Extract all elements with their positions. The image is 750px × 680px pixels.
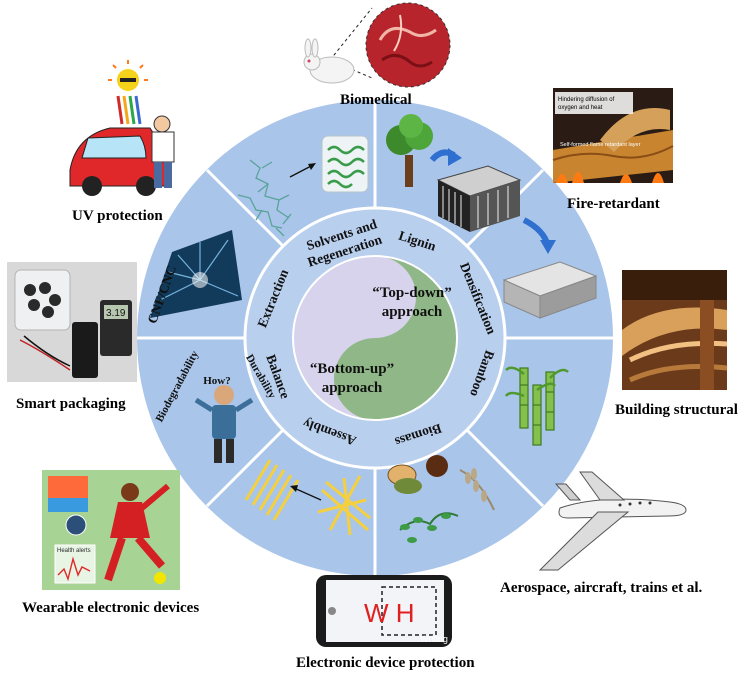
arrow-right-icon xyxy=(289,163,316,178)
tissue-zoom-circle xyxy=(365,2,451,88)
yin-yang-center xyxy=(292,255,458,421)
writing-label: Writing xyxy=(420,634,448,644)
meter-reading: 3.19 xyxy=(106,308,126,319)
biomass-icon xyxy=(387,455,495,543)
fire-retardant-label: Fire-retardant xyxy=(567,196,660,212)
electronic-device-protection-label: Electronic device protection xyxy=(296,655,475,671)
fire-retardant-image xyxy=(552,88,674,183)
densified-wood-block-icon xyxy=(502,261,598,319)
random-fibers-icon xyxy=(317,475,371,536)
how-label: How? xyxy=(203,375,231,387)
health-alert-text: Health alerts xyxy=(57,548,91,554)
phone-writing-image xyxy=(316,575,452,647)
cellulose-network-icon xyxy=(237,159,292,237)
forest-canopy-photo xyxy=(150,230,242,318)
building-staircase-image xyxy=(622,270,728,390)
beaker-icon xyxy=(321,135,369,193)
blue-arrow-down-icon xyxy=(522,217,556,254)
blue-arrow-icon xyxy=(429,148,462,166)
smart-packaging-label: Smart packaging xyxy=(16,396,126,412)
tree-icon xyxy=(386,114,433,187)
wearable-athlete-image xyxy=(42,470,180,590)
uv-protection-label: UV protection xyxy=(72,208,163,224)
bottom-up-label: “Bottom-up” xyxy=(310,361,394,377)
fire-note-3: Self-formed flame retardant layer xyxy=(560,142,641,148)
airplane-icon xyxy=(538,471,687,571)
bamboo-icon xyxy=(504,366,569,446)
bottom-up-approach: approach xyxy=(322,380,383,396)
uv-protection-car-image xyxy=(69,60,175,196)
arrow-left-icon xyxy=(290,485,322,501)
wood-cell-structure-icon xyxy=(436,165,522,232)
smart-packaging-image xyxy=(7,262,137,382)
aerospace-label: Aerospace, aircraft, trains et al. xyxy=(500,580,703,596)
balance-person-icon xyxy=(194,385,254,463)
building-structural-label: Building structural xyxy=(615,402,738,418)
writing-letters: W H xyxy=(364,598,415,628)
top-down-label: “Top-down” xyxy=(372,285,451,301)
wearable-electronic-devices-label: Wearable electronic devices xyxy=(22,600,200,616)
biomedical-label: Biomedical xyxy=(340,92,412,108)
fire-note-2: oxygen and heat xyxy=(558,105,603,111)
fire-note-1: Hindering diffusion of xyxy=(558,97,615,103)
top-down-approach: approach xyxy=(382,304,443,320)
rabbit-icon xyxy=(303,38,355,84)
